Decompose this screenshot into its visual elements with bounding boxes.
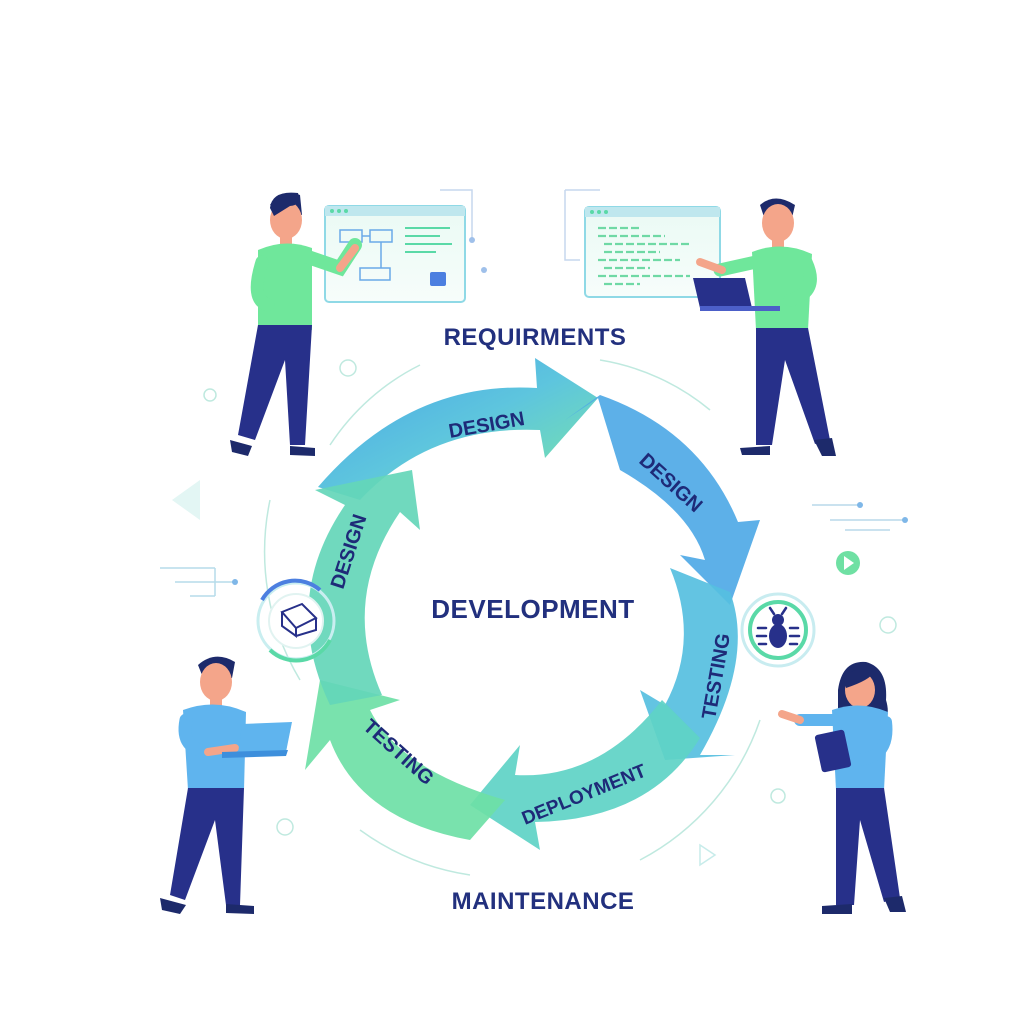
bug-icon: [740, 592, 816, 668]
person-top-left: [230, 192, 362, 456]
cycle-ring: [305, 358, 760, 850]
code-window-icon: [584, 206, 721, 298]
bottom-label: MAINTENANCE: [452, 888, 635, 915]
person-top-right: [693, 198, 836, 456]
play-icon: [836, 551, 860, 575]
center-label: DEVELOPMENT: [431, 594, 634, 624]
arrow-segment-5: [305, 680, 505, 840]
arrow-segment-6: [308, 470, 420, 705]
laptop-icon: [222, 722, 292, 758]
arrow-segment-1: [318, 358, 598, 500]
laptop-icon: [693, 278, 780, 311]
person-bottom-left: [160, 656, 292, 914]
wireframe-icon: [256, 578, 336, 663]
flowchart-window-icon: [324, 205, 466, 303]
arrow-segment-4: [470, 700, 700, 850]
top-label: REQUIRMENTS: [444, 324, 627, 351]
tablet-icon: [814, 729, 852, 773]
background-decor: [160, 189, 908, 876]
person-bottom-right: [778, 661, 906, 914]
arrow-segment-2: [565, 395, 760, 605]
